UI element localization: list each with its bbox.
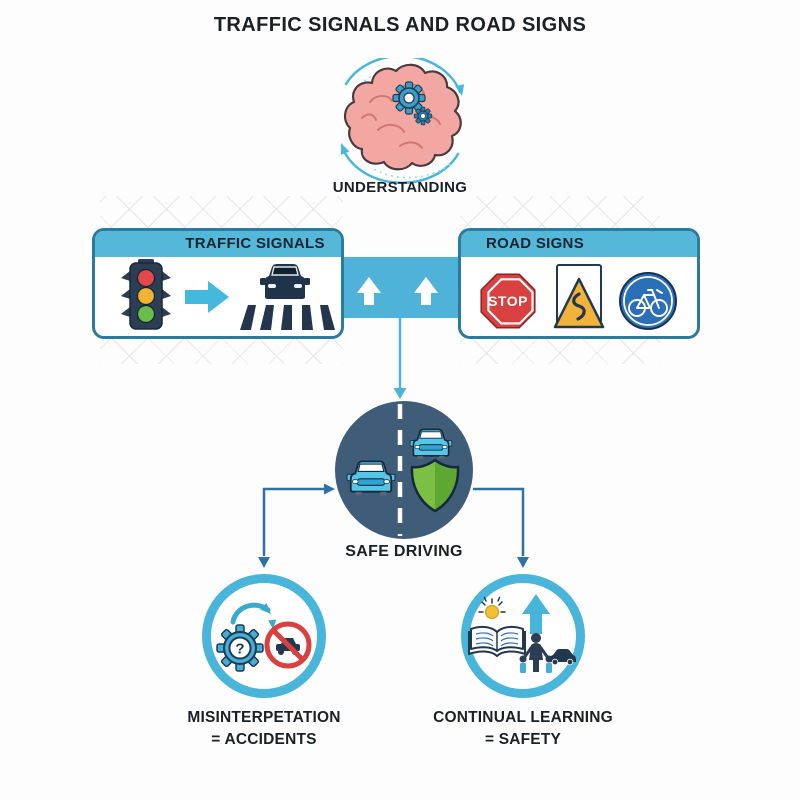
continual-learning-circle	[461, 574, 585, 698]
connector-band	[344, 257, 458, 318]
traffic-signals-header: TRAFFIC SIGNALS	[95, 231, 341, 257]
car-side-icon	[549, 649, 576, 666]
car-front-icon	[409, 428, 453, 459]
down-arrow-icon	[517, 557, 529, 568]
stop-sign-icon: STOP	[480, 273, 536, 329]
road-signs-header: ROAD SIGNS	[461, 231, 697, 257]
road-signs-content: STOP	[480, 264, 677, 330]
gear-question-text: ?	[235, 641, 244, 658]
misinterpretation-label: MISINTERPETATION = ACCIDENTS	[154, 707, 374, 751]
up-arrow-icon	[357, 277, 381, 305]
traffic-signals-content	[121, 259, 335, 330]
brain-gears-icon	[340, 58, 465, 184]
up-arrow-icon	[414, 277, 438, 305]
gear-question-icon: ?	[216, 624, 264, 672]
continual-learning-label: CONTINUAL LEARNING = SAFETY	[413, 707, 633, 751]
box-header-label: TRAFFIC SIGNALS	[185, 235, 325, 252]
curved-arrow-icon	[230, 602, 277, 629]
misinterpretation-line1: MISINTERPETATION	[187, 709, 341, 726]
page-title: TRAFFIC SIGNALS AND ROAD SIGNS	[213, 14, 587, 36]
misinterpretation-line2: = ACCIDENTS	[211, 731, 317, 748]
continual-learning-line2: = SAFETY	[484, 731, 562, 748]
understanding-label: UNDERSTANDING	[332, 179, 468, 196]
car-front-icon	[346, 460, 396, 496]
traffic-signals-box: TRAFFIC SIGNALS	[92, 228, 344, 339]
continual-learning-line1: CONTINUAL LEARNING	[433, 709, 613, 726]
sun-icon	[478, 596, 506, 620]
down-arrow-icon	[258, 557, 270, 568]
misinterpretation-circle: ?	[202, 574, 326, 698]
open-book-icon	[468, 625, 526, 657]
gear-icon	[392, 81, 426, 115]
shield-icon	[410, 458, 460, 513]
traffic-light-icon	[121, 259, 171, 330]
bicycle-sign-icon	[619, 272, 677, 330]
up-arrow-icon	[522, 594, 550, 634]
car-crosswalk-icon	[240, 264, 335, 330]
stop-sign-text: STOP	[488, 293, 528, 309]
small-gear-icon	[413, 106, 433, 126]
right-arrow-icon	[185, 281, 229, 313]
safe-driving-circle	[335, 401, 473, 539]
up-arrows	[357, 277, 438, 305]
safe-driving-label: SAFE DRIVING	[345, 543, 463, 560]
road-signs-box: ROAD SIGNS STOP	[458, 228, 700, 339]
no-car-sign-icon	[264, 621, 312, 669]
curve-warning-sign-icon	[553, 264, 605, 329]
box-header-label: ROAD SIGNS	[485, 235, 584, 252]
